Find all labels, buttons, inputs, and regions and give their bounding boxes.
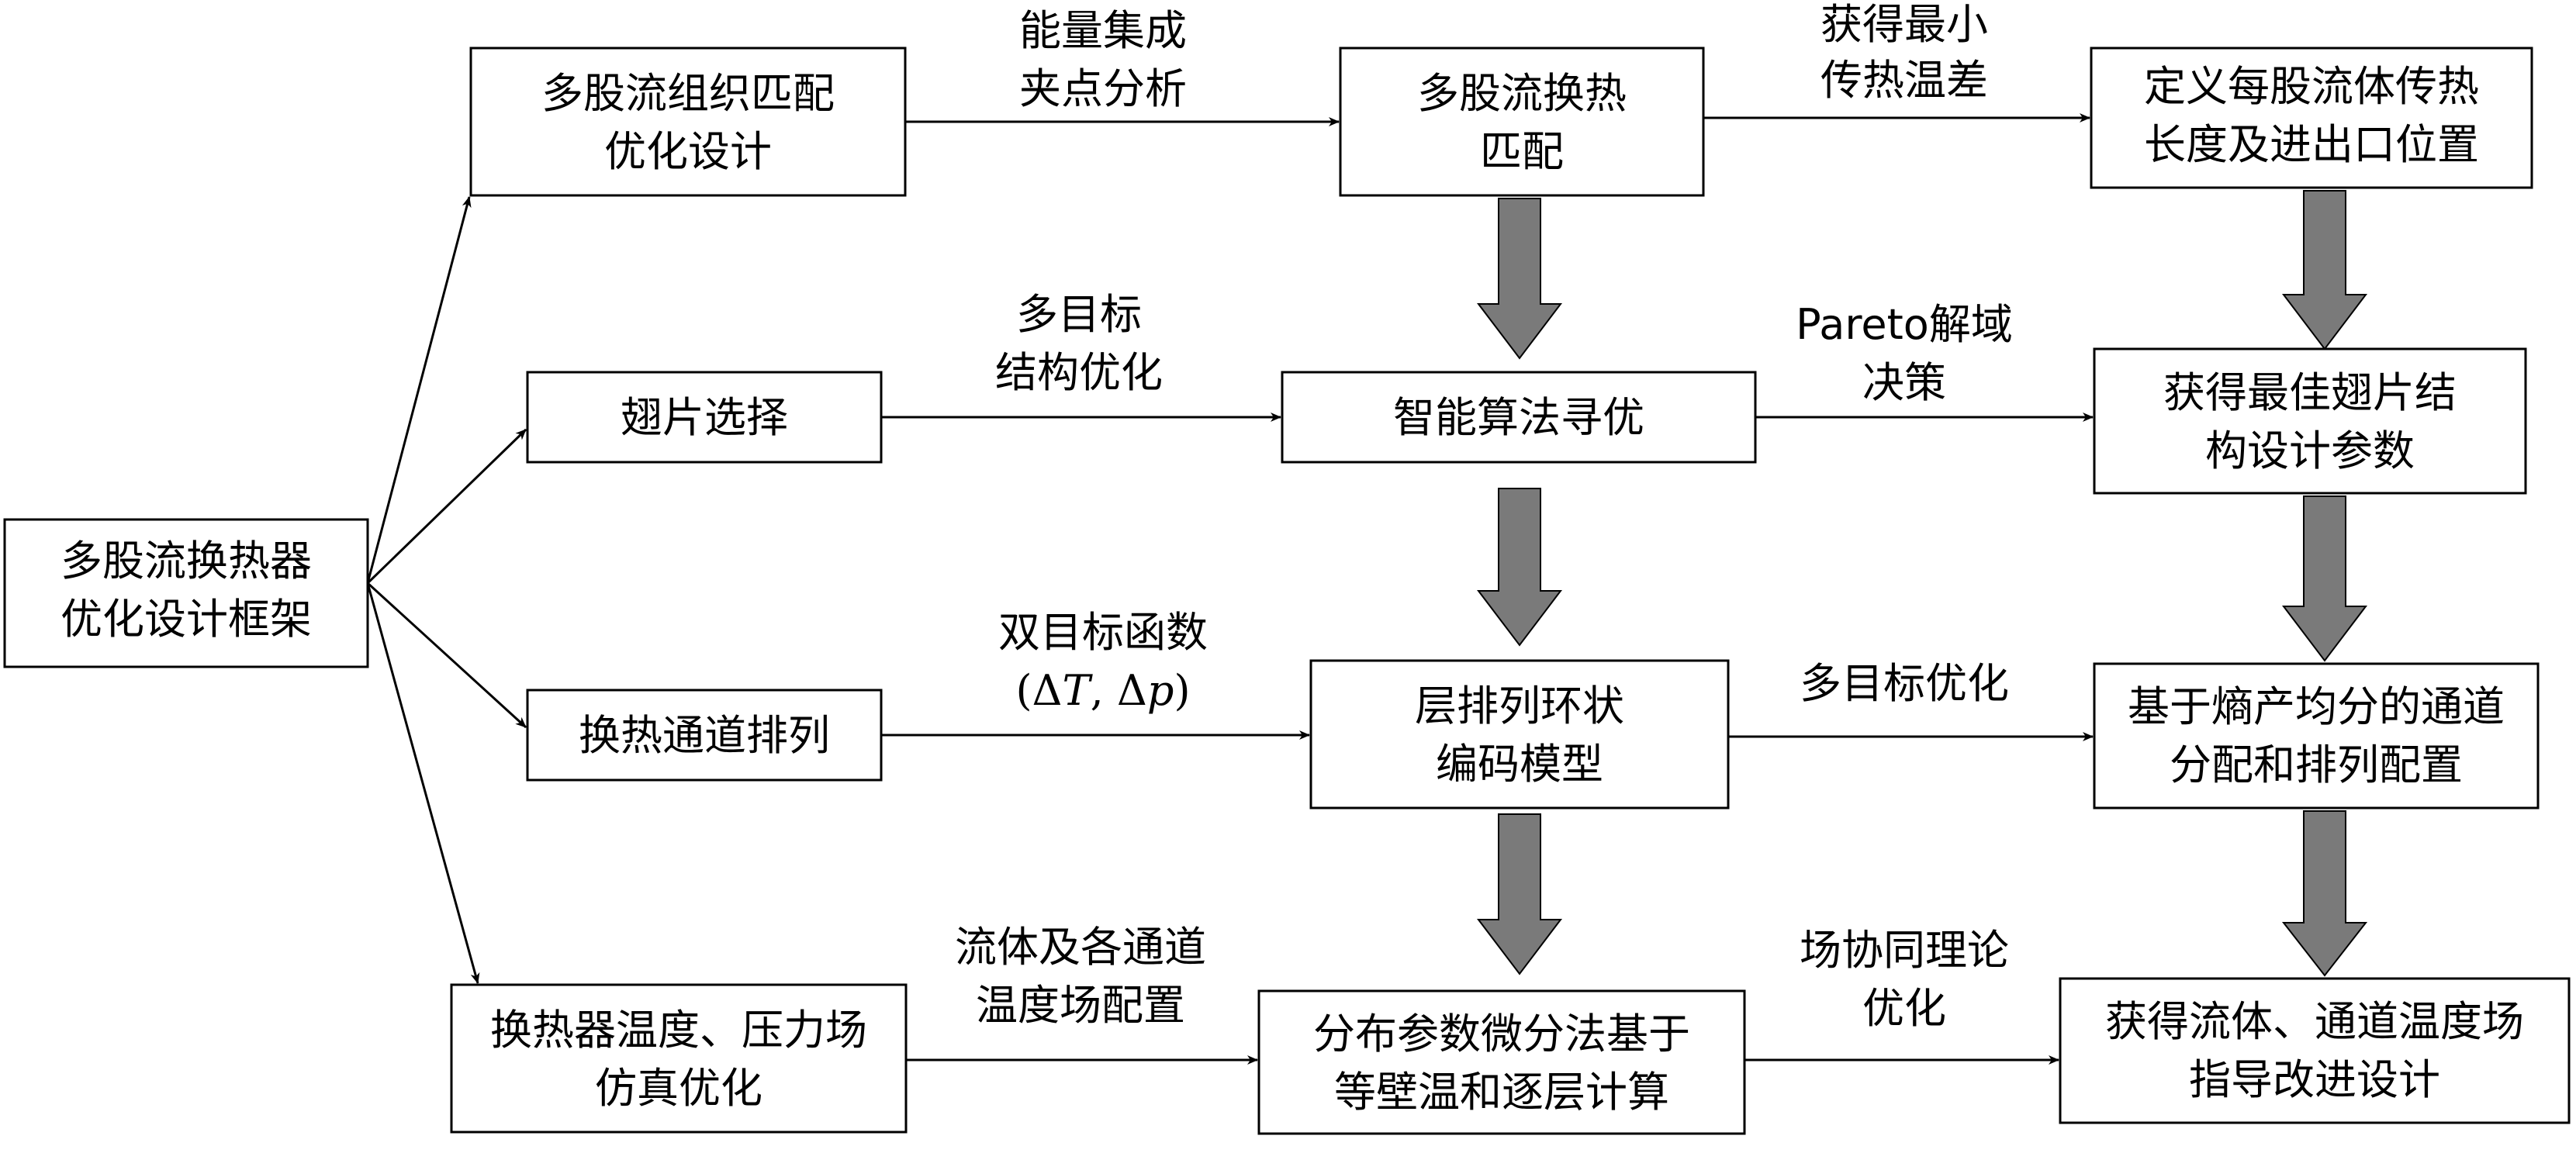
- node-r1c2-line1: 多股流换热: [1417, 69, 1627, 118]
- edge-label-r3a-open: (Δ: [1015, 666, 1062, 715]
- edge-label-r4b-line2: 优化: [1862, 984, 1946, 1033]
- edge-label-r4a-line1: 流体及各通道: [955, 923, 1206, 972]
- node-r2c3-line2: 构设计参数: [2205, 426, 2415, 475]
- node-r4c1-line1: 换热器温度、压力场: [490, 1006, 867, 1055]
- edge-label-r2b-line1: Pareto解域: [1796, 300, 2013, 349]
- edge-label-r3b: 多目标优化: [1800, 659, 2009, 708]
- edge-label-r4a-line2: 温度场配置: [976, 981, 1185, 1030]
- node-r4c3-line2: 指导改进设计: [2189, 1055, 2440, 1104]
- arrow-root-to-r3c1: [366, 582, 527, 729]
- edge-label-r3a: 双目标函数 (ΔT, Δp): [998, 608, 1208, 715]
- node-r4c1: 换热器温度、压力场 仿真优化: [450, 983, 908, 1134]
- node-r2c1: 翅片选择: [526, 371, 883, 464]
- node-r1c3-line2: 长度及进出口位置: [2144, 120, 2479, 169]
- big-arrow-r2c3-to-r3c3: [2281, 495, 2368, 662]
- arrow-root-to-r1c1: [366, 196, 472, 584]
- edge-label-r1b-line2: 传热温差: [1820, 56, 1988, 105]
- edge-label-r3a-var1: T: [1063, 666, 1094, 715]
- edge-label-r3a-line1: 双目标函数: [998, 608, 1208, 657]
- node-root: 多股流换热器 优化设计框架: [3, 518, 369, 668]
- node-r3c3-line2: 分配和排列配置: [2170, 740, 2463, 789]
- arrow-root-to-r2c1: [366, 428, 527, 585]
- node-r3c2-line2: 编码模型: [1436, 740, 1603, 789]
- edge-label-r1a-line1: 能量集成: [1019, 6, 1187, 55]
- edge-label-r4b-line1: 场协同理论: [1800, 926, 2009, 975]
- edge-label-r3b-line1: 多目标优化: [1800, 659, 2009, 708]
- node-r1c3-line1: 定义每股流体传热: [2144, 62, 2479, 111]
- node-r1c1: 多股流组织匹配 优化设计: [469, 47, 907, 197]
- big-arrow-r2c2-to-r3c2: [1476, 488, 1563, 647]
- node-r4c2: 分布参数微分法基于 等壁温和逐层计算: [1257, 989, 1746, 1135]
- edge-label-r3a-close: ): [1174, 666, 1190, 715]
- node-r2c3: 获得最佳翅片结 构设计参数: [2093, 347, 2527, 495]
- node-r4c2-line2: 等壁温和逐层计算: [1334, 1068, 1669, 1117]
- edge-label-r2a-line2: 结构优化: [995, 348, 1163, 397]
- node-r2c2-line1: 智能算法寻优: [1393, 393, 1644, 442]
- node-r1c2: 多股流换热 匹配: [1339, 47, 1705, 197]
- edge-label-r1b-line1: 获得最小: [1820, 0, 1988, 49]
- big-arrow-r1c3-to-r2c3: [2281, 190, 2368, 350]
- node-r2c2: 智能算法寻优: [1281, 371, 1757, 464]
- node-r4c3: 获得流体、通道温度场 指导改进设计: [2059, 977, 2571, 1124]
- edge-label-r3a-line2: (ΔT, Δp): [1015, 666, 1190, 715]
- node-r3c3-line1: 基于熵产均分的通道: [2128, 682, 2505, 731]
- node-root-line1: 多股流换热器: [61, 537, 312, 585]
- edge-label-r2b: Pareto解域 决策: [1796, 300, 2013, 407]
- node-r1c1-line1: 多股流组织匹配: [541, 69, 835, 118]
- node-r2c3-line1: 获得最佳翅片结: [2163, 368, 2457, 417]
- edge-label-r4a: 流体及各通道 温度场配置: [955, 923, 1206, 1030]
- node-r3c2: 层排列环状 编码模型: [1309, 659, 1730, 810]
- edge-label-r3a-sep: , Δ: [1091, 666, 1147, 715]
- node-r4c3-line1: 获得流体、通道温度场: [2105, 997, 2524, 1046]
- edge-label-r1a: 能量集成 夹点分析: [1019, 6, 1187, 113]
- edge-label-r1a-line2: 夹点分析: [1019, 64, 1187, 113]
- edge-label-r3a-var2: p: [1147, 666, 1174, 715]
- edge-label-r2b-line2: 决策: [1862, 358, 1946, 407]
- big-arrow-r3c2-to-r4c2: [1476, 813, 1563, 975]
- arrow-root-to-r4c1: [366, 582, 480, 984]
- node-r3c1: 换热通道排列: [526, 689, 883, 782]
- node-root-line2: 优化设计框架: [61, 595, 312, 644]
- node-r1c3: 定义每股流体传热 长度及进出口位置: [2090, 47, 2533, 189]
- edge-label-r2a: 多目标 结构优化: [995, 290, 1163, 397]
- node-r4c2-line1: 分布参数微分法基于: [1313, 1010, 1690, 1058]
- node-r1c1-line2: 优化设计: [604, 127, 772, 176]
- node-r2c1-line1: 翅片选择: [621, 393, 788, 442]
- big-arrow-r3c3-to-r4c3: [2281, 810, 2368, 977]
- node-r3c1-line1: 换热通道排列: [579, 711, 830, 760]
- node-r1c2-line2: 匹配: [1480, 127, 1564, 176]
- node-r4c1-line2: 仿真优化: [595, 1064, 762, 1113]
- edge-label-r4b: 场协同理论 优化: [1800, 926, 2009, 1033]
- edge-label-r2a-line1: 多目标: [1016, 290, 1142, 339]
- big-arrow-r1c2-to-r2c2: [1476, 198, 1563, 360]
- node-r3c2-line1: 层排列环状: [1415, 682, 1624, 730]
- node-r3c3: 基于熵产均分的通道 分配和排列配置: [2093, 662, 2540, 810]
- edge-label-r1b: 获得最小 传热温差: [1820, 0, 1988, 105]
